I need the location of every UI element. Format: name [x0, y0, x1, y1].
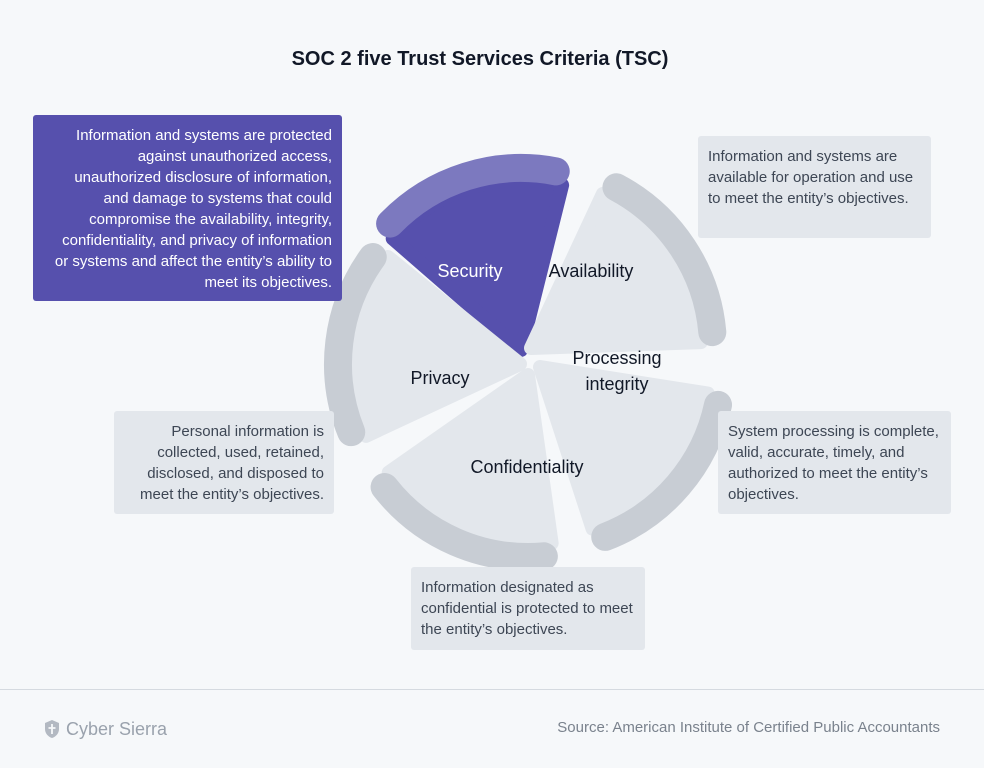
availability-label: Availability [549, 261, 634, 281]
processing-integrity-description: System processing is complete, valid, ac… [718, 411, 951, 514]
confidentiality-label: Confidentiality [470, 457, 583, 477]
source-note: Source: American Institute of Certified … [557, 719, 940, 736]
footer-divider [0, 689, 984, 690]
processing-ring [591, 390, 733, 551]
security-label: Security [437, 261, 502, 281]
availability-description: Information and systems are available fo… [698, 136, 931, 238]
privacy-description: Personal information is collected, used,… [114, 411, 334, 514]
confidentiality-description: Information designated as confidential i… [411, 567, 645, 650]
security-description: Information and systems are protected ag… [33, 115, 342, 301]
page-title: SOC 2 five Trust Services Criteria (TSC) [291, 48, 669, 70]
confidentiality-ring [370, 473, 558, 571]
brand-logo: Cyber Sierra [44, 716, 167, 742]
brand-name: Cyber Sierra [66, 718, 168, 739]
privacy-ring [324, 243, 387, 447]
privacy-label: Privacy [410, 368, 469, 388]
availability-ring [602, 173, 727, 347]
shield-icon [45, 720, 59, 738]
security-ring [376, 154, 570, 238]
